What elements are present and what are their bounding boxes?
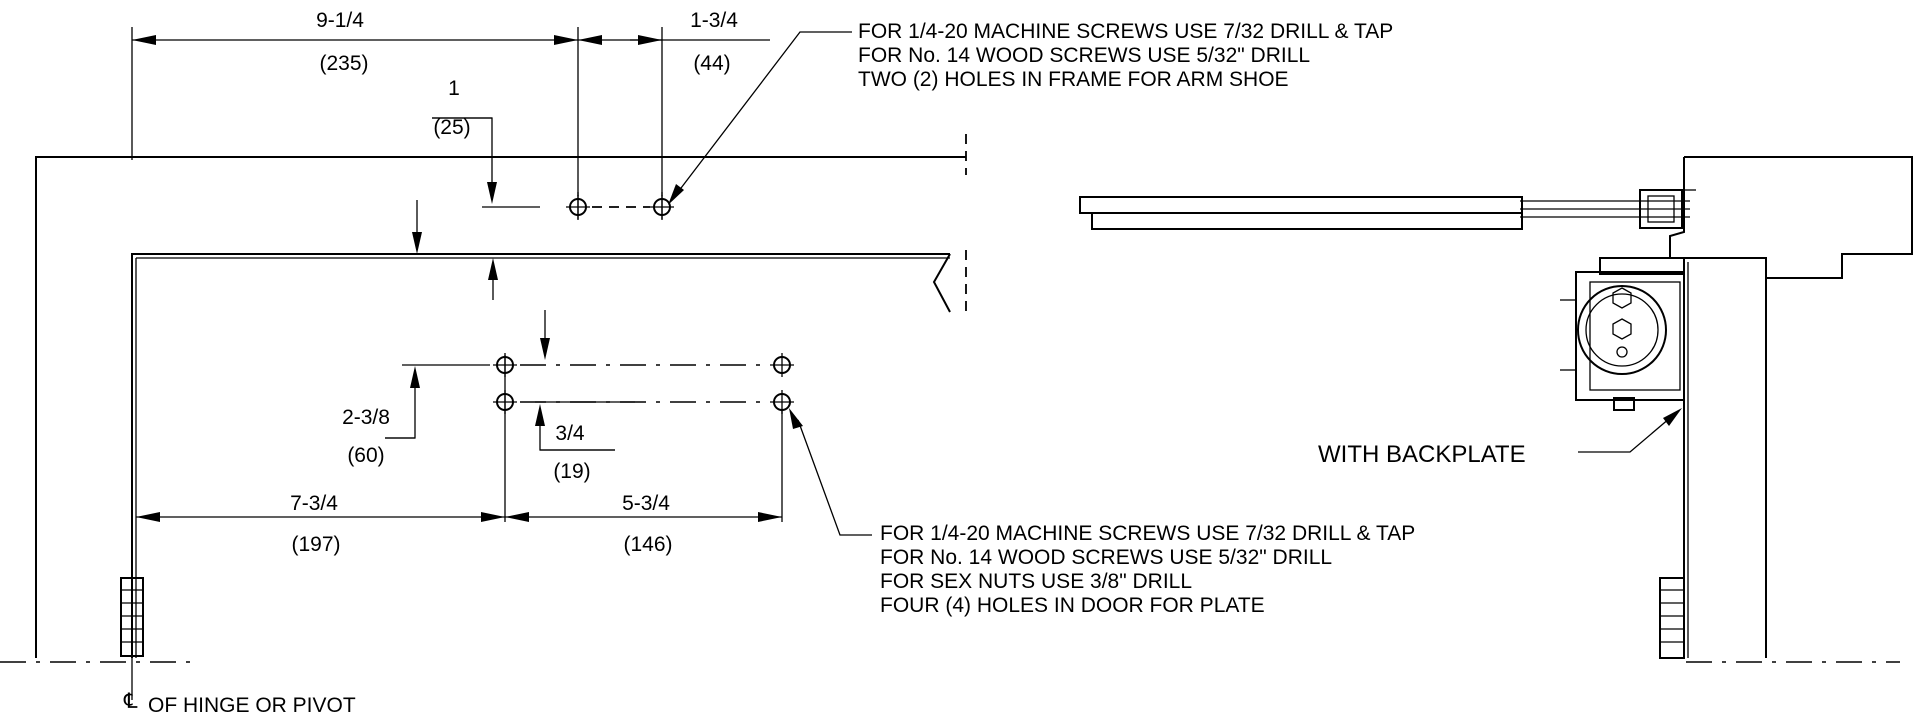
centerline-text: OF HINGE OR PIVOT: [148, 694, 356, 717]
svg-text:FOUR (4) HOLES IN DOOR FOR PLA: FOUR (4) HOLES IN DOOR FOR PLATE: [880, 594, 1265, 617]
dim-2-3-8: 2-3/8: [342, 406, 390, 429]
door-hole: [770, 390, 794, 414]
dim-3-4: 3/4: [555, 422, 585, 445]
backplate-leader: [1578, 408, 1682, 453]
dim-line-1-3-4: 1-3/4 (44): [578, 9, 738, 75]
door-outline: [131, 250, 967, 658]
dim-7-3-4: 7-3/4: [290, 492, 338, 515]
centerline-hinge: [0, 658, 190, 700]
dim-line-7-3-4: 7-3/4 (197): [136, 492, 505, 556]
svg-text:FOR No. 14 WOOD SCREWS USE 5/3: FOR No. 14 WOOD SCREWS USE 5/32" DRILL: [880, 546, 1332, 569]
centerline-label: ℄ OF HINGE OR PIVOT: [123, 690, 356, 717]
frame-profile: [1669, 156, 1913, 279]
dim-19: (19): [553, 460, 590, 483]
dim-235: (235): [319, 52, 368, 75]
svg-text:FOR No. 14 WOOD SCREWS USE 5/3: FOR No. 14 WOOD SCREWS USE 5/32" DRILL: [858, 44, 1310, 67]
dim-1: 1: [448, 77, 460, 100]
closer-body: [1560, 257, 1685, 411]
door-holes-note: FOR 1/4-20 MACHINE SCREWS USE 7/32 DRILL…: [880, 522, 1415, 617]
door-profile: [1683, 258, 1767, 658]
dim-60: (60): [347, 444, 384, 467]
dim-197: (197): [291, 533, 340, 556]
dim-146: (146): [623, 533, 672, 556]
door-hole: [493, 353, 517, 377]
leader-door-holes: [789, 408, 872, 536]
dim-line-5-3-4: 5-3/4 (146): [505, 492, 782, 556]
frame-holes-note: FOR 1/4-20 MACHINE SCREWS USE 7/32 DRILL…: [858, 20, 1393, 91]
dim-line-1: 1 (25): [432, 77, 497, 204]
dim-1-3-4: 1-3/4: [690, 9, 738, 32]
dim-5-3-4: 5-3/4: [622, 492, 670, 515]
svg-text:TWO (2) HOLES IN FRAME FOR ARM: TWO (2) HOLES IN FRAME FOR ARM SHOE: [858, 68, 1289, 91]
svg-text:FOR 1/4-20 MACHINE SCREWS USE: FOR 1/4-20 MACHINE SCREWS USE 7/32 DRILL…: [880, 522, 1415, 545]
dim-line-2-3-8: 2-3/8 (60): [342, 310, 550, 467]
door-hole: [770, 353, 794, 377]
extension-lines: [131, 27, 783, 522]
dim-44: (44): [693, 52, 730, 75]
dim-line-9-1-4: 9-1/4 (235): [132, 9, 578, 75]
frame-hole: [650, 195, 674, 219]
hinge: [120, 577, 144, 657]
backplate-label: WITH BACKPLATE: [1318, 441, 1526, 468]
dim-line-3-4: 3/4 (19): [535, 404, 615, 483]
svg-text:FOR SEX NUTS USE 3/8" DRILL: FOR SEX NUTS USE 3/8" DRILL: [880, 570, 1192, 593]
leader-frame-holes: [668, 31, 852, 205]
centerline-symbol: ℄: [123, 690, 138, 713]
svg-text:FOR 1/4-20 MACHINE SCREWS USE: FOR 1/4-20 MACHINE SCREWS USE 7/32 DRILL…: [858, 20, 1393, 43]
hinge-side: [1659, 577, 1900, 663]
dim-25: (25): [433, 116, 470, 139]
overlap-arrows: [412, 200, 498, 300]
closer-arm: [1079, 189, 1690, 230]
frame-hole: [566, 195, 590, 219]
dim-9-1-4: 9-1/4: [316, 9, 364, 32]
frame-outline: [35, 134, 967, 658]
door-hole: [493, 390, 517, 414]
